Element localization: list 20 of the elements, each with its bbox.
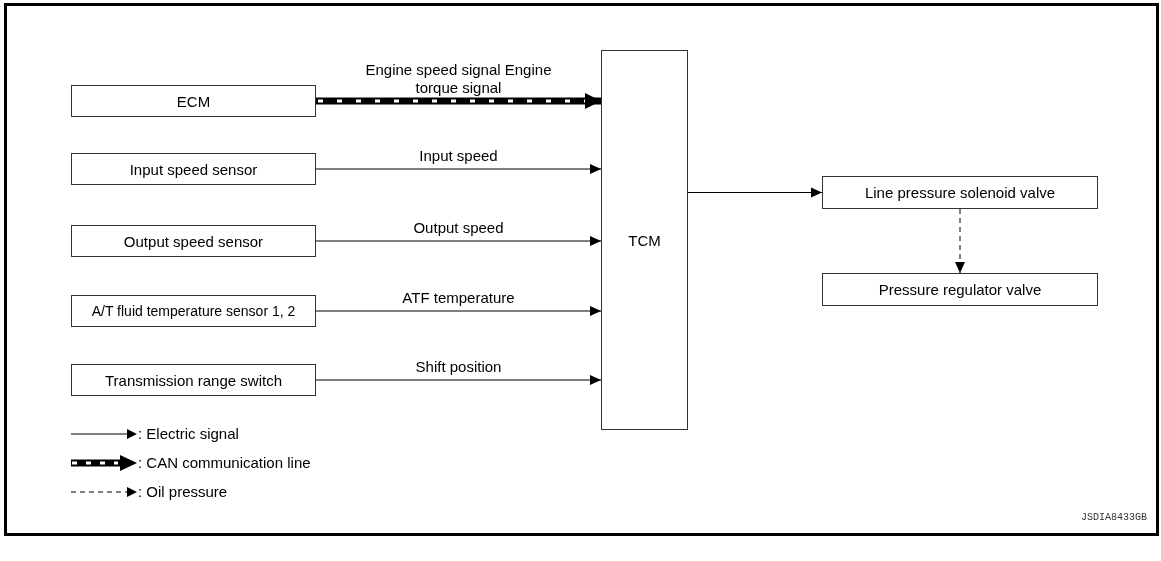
node-label: Output speed sensor xyxy=(123,232,264,250)
component-box xyxy=(822,273,1098,306)
node-label: Pressure regulator valve xyxy=(878,281,1042,298)
control-unit-box xyxy=(601,50,688,430)
legend-text: : Electric signal xyxy=(138,425,239,442)
component-box xyxy=(71,225,316,257)
node-label: ECM xyxy=(176,92,211,110)
legend-text: : CAN communication line xyxy=(138,454,311,471)
component-box xyxy=(71,153,316,185)
legend-text: : Oil pressure xyxy=(138,483,228,500)
figure-code: JSDIA8433GB xyxy=(1081,512,1147,523)
node-label: Input speed sensor xyxy=(129,160,258,178)
component-box xyxy=(71,85,316,117)
node-label: Line pressure solenoid valve xyxy=(864,184,1056,201)
component-box xyxy=(822,176,1098,209)
component-box xyxy=(71,364,316,396)
node-label: TCM xyxy=(628,231,661,249)
node-label: Transmission range switch xyxy=(105,371,282,389)
node-label: A/T fluid temperature sensor 1, 2 xyxy=(91,303,296,319)
component-box xyxy=(71,295,316,327)
